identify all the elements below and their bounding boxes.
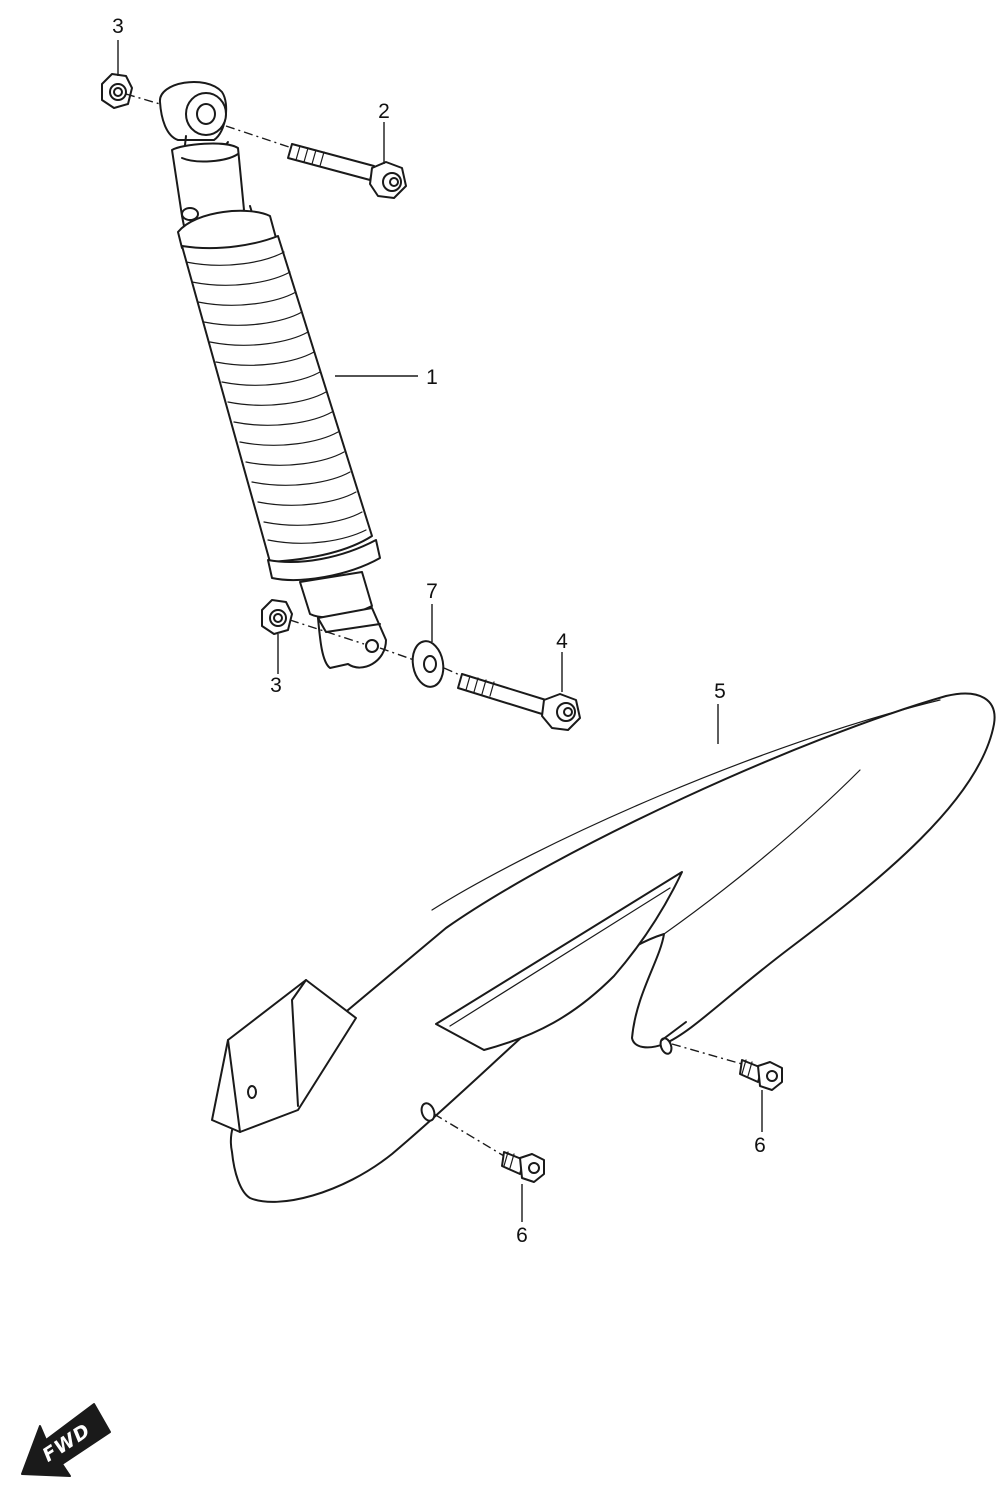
washer [411, 640, 445, 688]
callout-7-washer: 7 [426, 580, 438, 603]
callout-1-shock-absorber: 1 [426, 366, 438, 389]
chain-guard [211, 692, 996, 1203]
upper-mount-bolt [287, 143, 407, 199]
lower-flange-nut [261, 599, 293, 635]
callout-3-upper-nut: 3 [112, 15, 124, 38]
fwd-direction-arrow: FWD [21, 1403, 111, 1477]
callout-4-lower-bolt: 4 [556, 630, 568, 653]
fwd-arrow-shape [21, 1403, 111, 1477]
callout-3-lower-nut: 3 [270, 674, 282, 697]
leader-lines [117, 40, 763, 1222]
callout-5-chain-guard: 5 [714, 680, 726, 703]
callout-6-bottom-screw: 6 [516, 1224, 528, 1247]
callout-6-right-screw: 6 [754, 1134, 766, 1157]
rear-shock-absorber [158, 80, 387, 669]
assembly-lines [125, 93, 743, 1157]
spring-coils [185, 251, 367, 544]
lower-mount-bolt [457, 673, 581, 731]
callout-2-upper-bolt: 2 [378, 100, 390, 123]
chain-guard-screw-right [739, 1059, 783, 1091]
chain-guard-screw-bottom [501, 1151, 545, 1183]
upper-flange-nut [101, 73, 133, 109]
